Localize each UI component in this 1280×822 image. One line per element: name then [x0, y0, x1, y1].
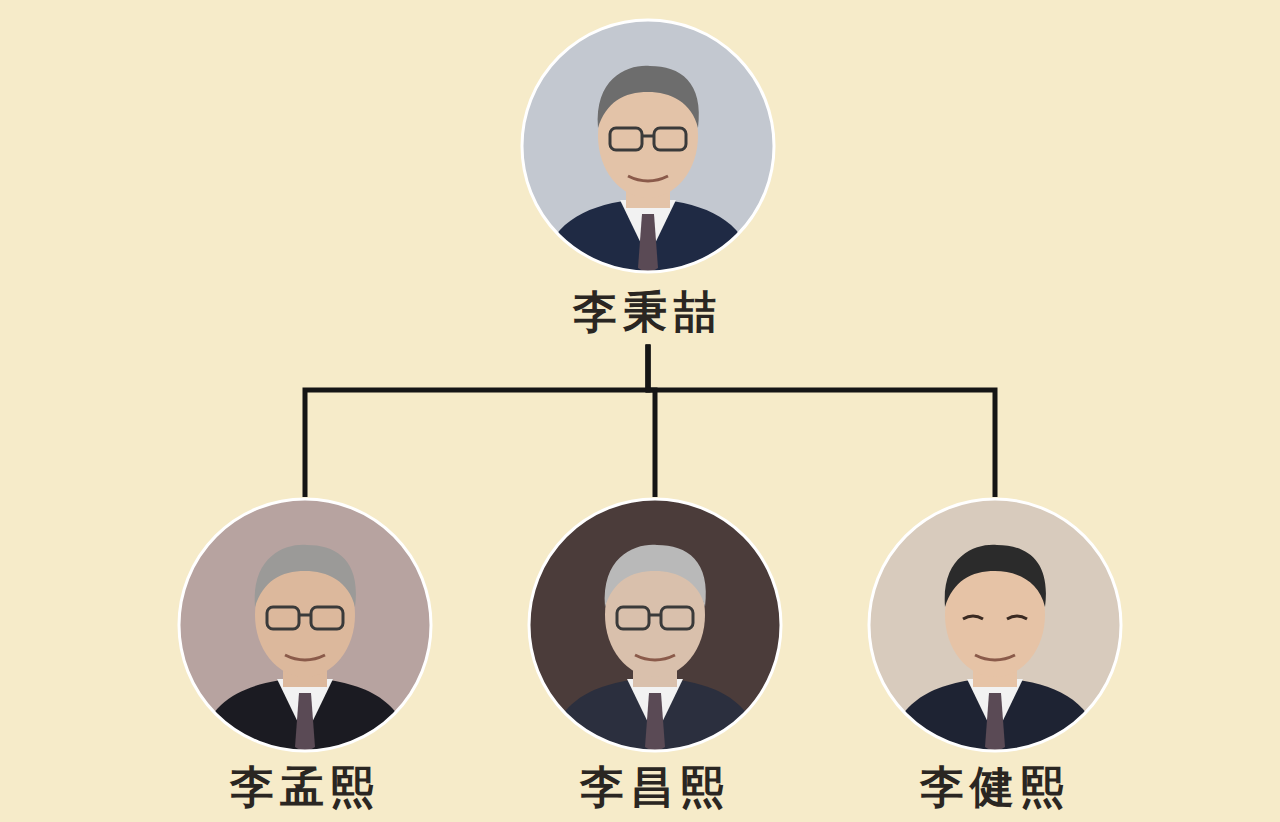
portrait-photo [527, 497, 783, 753]
person-node: 李昌熙 [527, 497, 783, 811]
portrait-photo [520, 18, 776, 274]
portrait-photo [867, 497, 1123, 753]
person-name: 李健熙 [867, 763, 1123, 811]
person-name: 李孟熙 [177, 763, 433, 811]
portrait-photo [177, 497, 433, 753]
person-node: 李孟熙 [177, 497, 433, 811]
person-node: 李秉喆 [520, 18, 776, 336]
family-connector [648, 344, 995, 497]
person-name: 李昌熙 [527, 763, 783, 811]
family-connector [305, 344, 648, 497]
person-name: 李秉喆 [520, 288, 776, 336]
person-node: 李健熙 [867, 497, 1123, 811]
